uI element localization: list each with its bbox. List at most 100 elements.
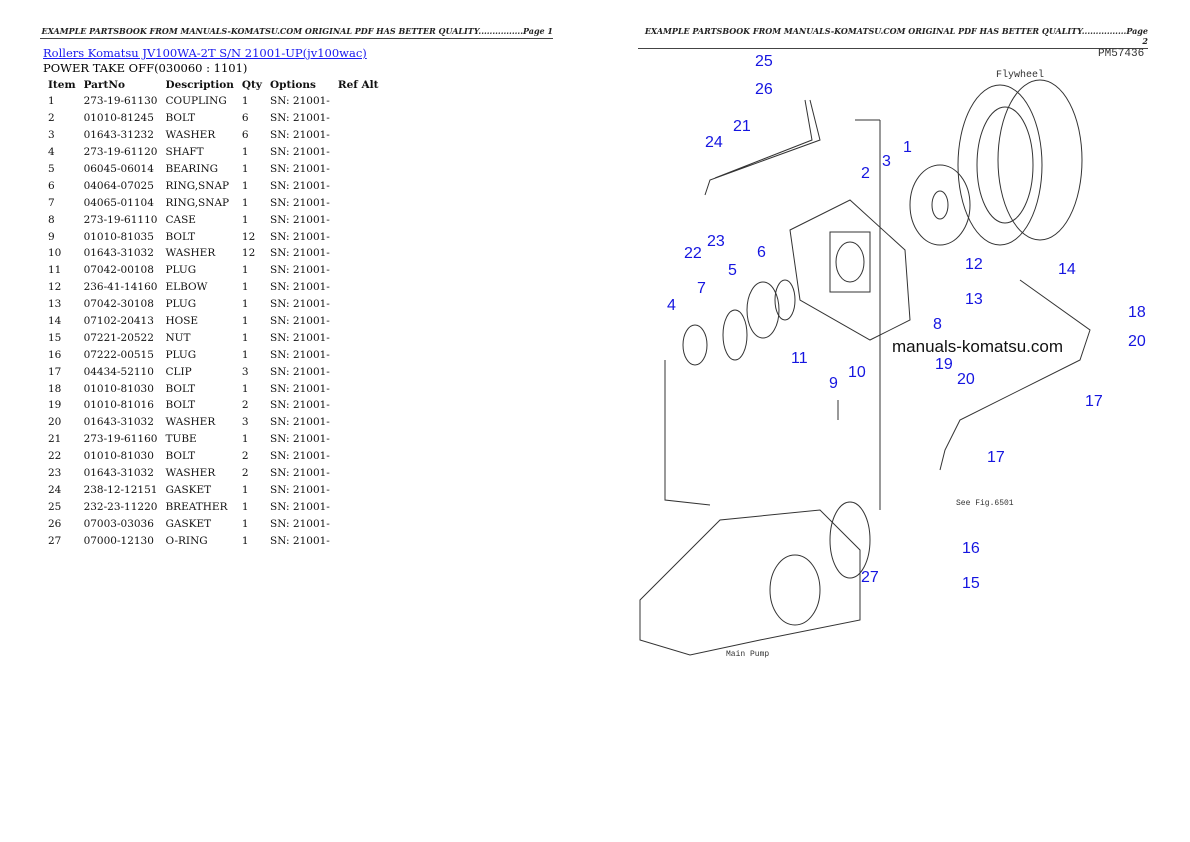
ref-alt-cell	[334, 431, 383, 448]
description-cell: SHAFT	[165, 146, 204, 159]
ref-alt-cell	[334, 397, 383, 414]
qty-cell: 1	[241, 264, 249, 277]
qty-cell: 6	[241, 112, 249, 125]
partno-cell: 238-12-12151	[83, 483, 158, 496]
qty-cell: 1	[241, 433, 249, 446]
item-cell: 20	[48, 416, 62, 429]
description-cell: O-RING	[165, 534, 208, 547]
options-cell: SN: 21001-	[270, 382, 330, 395]
partno-cell: 01010-81030	[83, 450, 154, 463]
partno-cell: 273-19-61110	[83, 213, 158, 226]
options-cell: SN: 21001-	[270, 331, 330, 344]
callout-9: 9	[829, 375, 838, 392]
item-cell: 21	[48, 433, 62, 446]
callout-25: 25	[755, 53, 773, 70]
callout-20: 20	[1128, 333, 1146, 350]
callout-19: 19	[935, 356, 953, 373]
qty-cell: 12	[241, 247, 256, 260]
qty-cell: 1	[241, 382, 249, 395]
flywheel-label: Flywheel	[996, 69, 1044, 81]
ref-alt-cell	[334, 465, 383, 482]
partno-cell: 01010-81245	[83, 112, 154, 125]
partno-cell: 07042-30108	[83, 298, 154, 311]
item-cell: 26	[48, 517, 62, 530]
options-cell: SN: 21001-	[270, 467, 330, 480]
callout-14: 14	[1058, 261, 1076, 278]
options-cell: SN: 21001-	[270, 433, 330, 446]
partno-cell: 01643-31032	[83, 416, 154, 429]
item-cell: 13	[48, 298, 62, 311]
model-title-link[interactable]: Rollers Komatsu JV100WA-2T S/N 21001-UP(…	[43, 46, 367, 60]
partno-cell: 273-19-61120	[83, 146, 158, 159]
callout-17: 17	[1085, 393, 1103, 410]
item-cell: 1	[48, 95, 55, 108]
description-cell: CASE	[165, 213, 196, 226]
partno-cell: 07221-20522	[83, 331, 154, 344]
column-header: PartNo	[83, 79, 125, 91]
qty-cell: 1	[241, 196, 249, 209]
column-header: Description	[165, 79, 234, 91]
item-cell: 23	[48, 467, 62, 480]
description-cell: BREATHER	[165, 500, 228, 513]
callout-23: 23	[707, 233, 725, 250]
item-cell: 4	[48, 146, 55, 159]
qty-cell: 1	[241, 331, 249, 344]
partno-cell: 07222-00515	[83, 348, 154, 361]
coupling	[909, 164, 971, 246]
ref-alt-cell	[334, 279, 383, 296]
parts-diagram: PM57436 Flywheel See Fig.6501 Main Pump …	[639, 48, 1146, 659]
qty-cell: 3	[241, 416, 249, 429]
options-cell: SN: 21001-	[270, 500, 330, 513]
drawing-code: PM57436	[1098, 48, 1144, 60]
callout-2: 2	[861, 165, 870, 182]
callout-11: 11	[791, 350, 808, 367]
shaft-and-rings	[682, 279, 796, 366]
item-cell: 10	[48, 247, 62, 260]
column-header: Options	[270, 79, 316, 91]
callout-13: 13	[965, 291, 983, 308]
ref-alt-cell	[334, 363, 383, 380]
ref-alt-cell	[334, 346, 383, 363]
options-cell: SN: 21001-	[270, 196, 330, 209]
main-pump	[639, 501, 871, 656]
options-cell: SN: 21001-	[270, 213, 330, 226]
description-cell: HOSE	[165, 315, 199, 328]
partno-cell: 04434-52110	[83, 365, 154, 378]
partno-cell: 01643-31032	[83, 467, 154, 480]
options-cell: SN: 21001-	[270, 146, 330, 159]
callout-6: 6	[757, 244, 766, 261]
item-cell: 7	[48, 196, 55, 209]
callout-10: 10	[848, 364, 866, 381]
description-cell: BOLT	[165, 450, 196, 463]
options-cell: SN: 21001-	[270, 112, 330, 125]
qty-cell: 1	[241, 315, 249, 328]
description-cell: CLIP	[165, 365, 192, 378]
flywheel	[957, 79, 1083, 246]
qty-cell: 12	[241, 230, 256, 243]
description-cell: GASKET	[165, 517, 212, 530]
options-cell: SN: 21001-	[270, 298, 330, 311]
ref-alt-cell	[334, 481, 383, 498]
partno-cell: 07003-03036	[83, 517, 154, 530]
options-cell: SN: 21001-	[270, 95, 330, 108]
qty-cell: 1	[241, 534, 249, 547]
callout-27: 27	[861, 569, 879, 586]
partno-cell: 232-23-11220	[83, 500, 158, 513]
ref-alt-cell	[334, 211, 383, 228]
options-cell: SN: 21001-	[270, 163, 330, 175]
options-cell: SN: 21001-	[270, 315, 330, 328]
item-cell: 11	[48, 264, 62, 277]
options-cell: SN: 21001-	[270, 517, 330, 530]
